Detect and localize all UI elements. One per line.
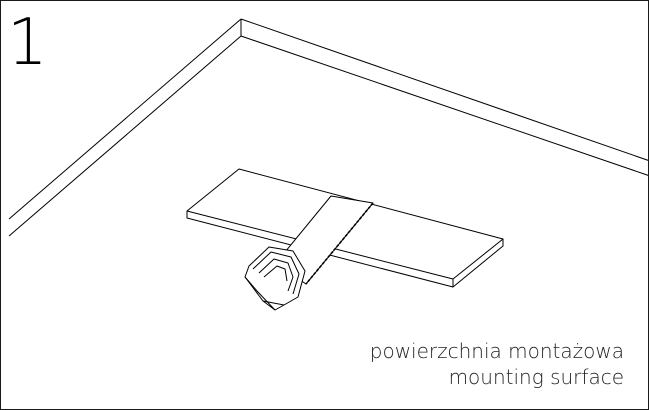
surface-caption: powierzchnia montażowa mounting surface <box>370 338 624 390</box>
peel-tape <box>275 195 374 285</box>
step-number: 1 <box>7 6 48 80</box>
rolled-liner <box>244 246 306 311</box>
mounting-surface-panel <box>8 18 648 237</box>
caption-polish: powierzchnia montażowa <box>369 339 624 363</box>
caption-english: mounting surface <box>448 365 624 389</box>
